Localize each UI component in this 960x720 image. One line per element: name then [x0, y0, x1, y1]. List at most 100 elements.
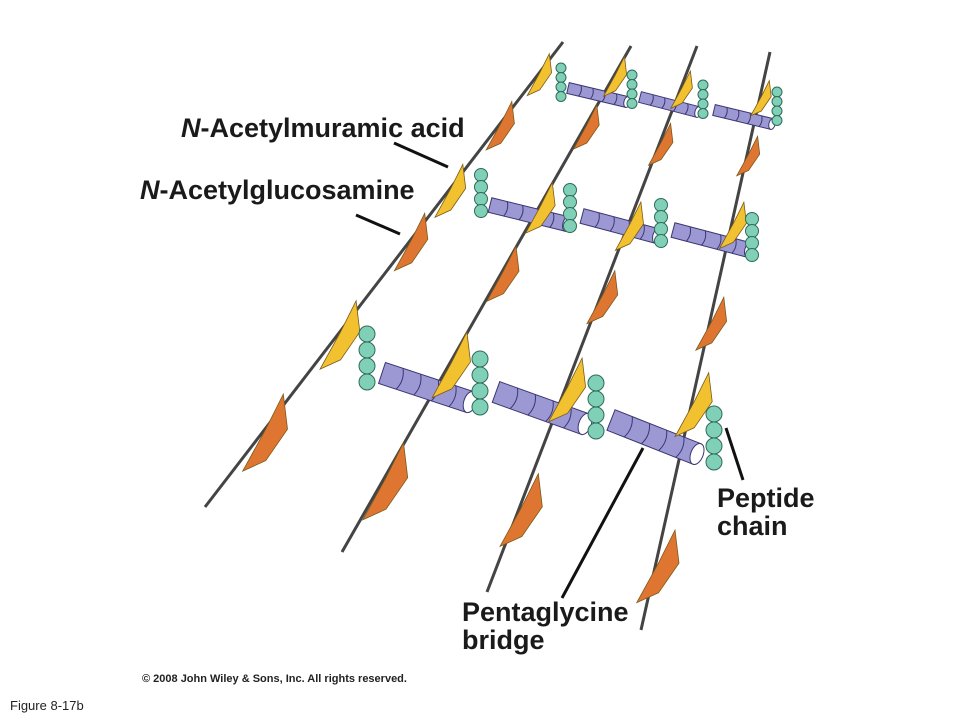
- glycine-segment: [613, 93, 618, 105]
- pentaglycine-bridge: [712, 104, 776, 130]
- n-acetylglucosamine-unit: [572, 103, 600, 150]
- peptide-residue: [555, 72, 567, 83]
- peptide-residue: [358, 325, 376, 343]
- peptide-chain: [587, 374, 605, 440]
- glycine-segment: [563, 407, 572, 429]
- glycine-segment: [658, 430, 668, 452]
- n-acetylglucosamine-unit: [485, 100, 515, 151]
- n-acetylmuramic-acid-unit: [749, 79, 772, 117]
- label-leader-lines: [355, 141, 745, 599]
- glycine-segment: [589, 88, 594, 100]
- n-acetylmuramic-acid-unit: [614, 200, 644, 252]
- glycine-segment: [623, 416, 633, 438]
- peptide-residue: [697, 108, 709, 119]
- peptide-chain: [654, 198, 668, 248]
- n-acetylmuramic-acid-unit: [526, 52, 553, 97]
- peptide-residue: [705, 405, 723, 423]
- glycine-segment: [527, 394, 536, 416]
- peptide-residue: [471, 350, 489, 368]
- peptide-residue: [771, 96, 783, 107]
- peptide-residue: [654, 210, 668, 224]
- peptide-chain: [358, 325, 376, 391]
- n-acetylglucosamine-unit: [393, 211, 429, 272]
- bridge-cylinder: [638, 91, 700, 118]
- peptide-residue: [563, 207, 577, 221]
- glycine-segment: [639, 224, 645, 240]
- peptide-residue: [474, 192, 488, 206]
- copyright-notice: © 2008 John Wiley & Sons, Inc. All right…: [142, 673, 407, 685]
- n-acetylglucosamine-label: N-Acetylglucosamine: [140, 176, 415, 204]
- glycine-segment: [503, 201, 509, 217]
- n-acetylglucosamine-unit: [694, 295, 728, 351]
- n-acetylmuramic-acid-label: N-Acetylmuramic acid: [181, 114, 465, 142]
- peptide-residue: [745, 224, 759, 238]
- peptide-residue: [705, 421, 723, 439]
- nam-prefix: N: [181, 113, 201, 143]
- n-acetylglucosamine-unit: [735, 134, 761, 177]
- glycine-segment: [545, 400, 554, 422]
- glycine-segment: [578, 85, 582, 97]
- glycine-segment: [661, 97, 666, 109]
- peptide-residue: [471, 382, 489, 400]
- peptide-residue: [358, 341, 376, 359]
- peptide-line2: chain: [717, 511, 788, 542]
- n-acetylmuramic-acid-unit: [669, 69, 693, 110]
- peptide-residue: [697, 89, 709, 100]
- leader-line: [355, 213, 401, 236]
- n-acetylglucosamine-unit: [499, 472, 543, 548]
- nag-rest: -Acetylglucosamine: [159, 175, 415, 205]
- n-acetylglucosamine-unit: [647, 122, 674, 167]
- bridge-end-cap: [689, 443, 705, 465]
- peptide-residue: [563, 183, 577, 197]
- peptide-chain: [474, 168, 488, 218]
- peptide-chain: [745, 212, 759, 262]
- n-acetylmuramic-acid-unit: [718, 200, 747, 250]
- penta-line2: bridge: [462, 625, 545, 656]
- peptide-line1: Peptide: [717, 483, 815, 513]
- peptide-residue: [587, 406, 605, 424]
- peptide-residue: [697, 98, 709, 110]
- peptide-residue: [555, 62, 567, 74]
- leader-line: [560, 447, 645, 599]
- peptide-chain: [697, 79, 709, 119]
- peptide-residue: [654, 198, 668, 212]
- peptide-residue: [771, 86, 783, 98]
- pentaglycine-bridges: [377, 82, 776, 465]
- glycine-segment: [716, 234, 722, 250]
- n-acetylmuramic-acid-unit: [319, 299, 361, 370]
- glycine-segment: [518, 205, 524, 221]
- glycine-segment: [601, 90, 606, 103]
- leader-line: [393, 141, 449, 169]
- n-acetylmuramic-acid-unit: [547, 356, 587, 423]
- glycine-segment: [758, 115, 763, 127]
- peptide-residue: [563, 219, 577, 233]
- n-acetylmuramic-acid-unit: [431, 330, 471, 399]
- peptide-chain: [626, 69, 638, 109]
- bridge-body: [606, 409, 705, 465]
- peptide-chain: [771, 86, 783, 126]
- peptide-residue: [654, 222, 668, 236]
- peptide-chain: [563, 183, 577, 233]
- glycine-segment: [701, 230, 707, 246]
- peptide-residue: [555, 91, 567, 102]
- peptide-residue: [474, 168, 488, 182]
- glycine-segment: [395, 368, 404, 390]
- glycine-segment: [685, 226, 692, 242]
- peptide-residue: [563, 195, 577, 209]
- bridge-cylinder: [712, 104, 774, 130]
- n-acetylglucosamine-unit: [586, 269, 619, 325]
- n-acetylglucosamine-unit: [635, 528, 680, 604]
- peptide-residue: [771, 115, 783, 126]
- sugar-units: [241, 52, 772, 604]
- peptide-residue: [587, 390, 605, 408]
- peptide-residue: [745, 236, 759, 250]
- n-acetylglucosamine-unit: [361, 441, 409, 521]
- glycine-segment: [731, 238, 737, 254]
- peptide-chain: [555, 62, 567, 102]
- peptide-chain: [705, 405, 723, 471]
- bridge-cylinder: [579, 208, 660, 244]
- glycine-segment: [675, 436, 685, 458]
